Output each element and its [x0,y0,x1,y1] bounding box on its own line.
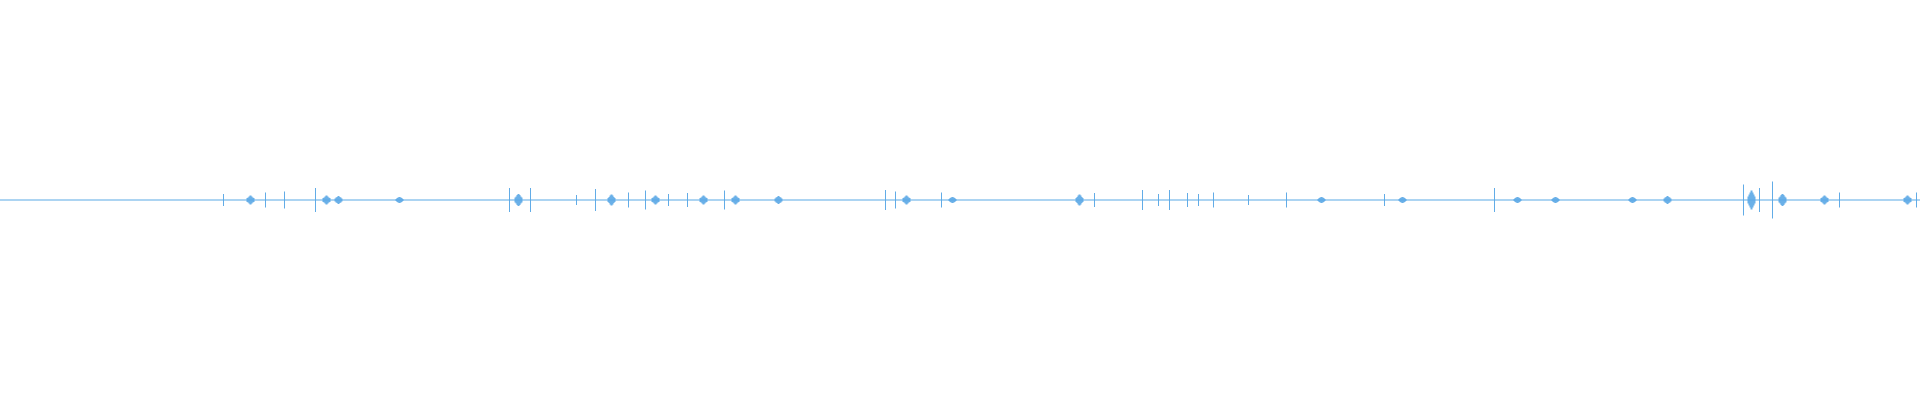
waveform-events [223,181,1917,219]
